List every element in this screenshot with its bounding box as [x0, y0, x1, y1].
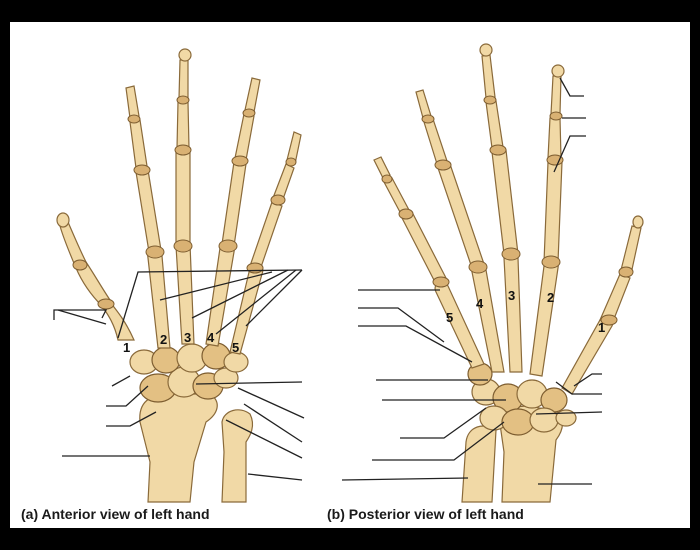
metacarpal-number-a-4: 4	[207, 330, 215, 345]
fingers-a	[125, 48, 302, 274]
thumb-a	[56, 212, 115, 310]
metacarpal-number-b-5: 5	[446, 310, 453, 325]
metacarpal-number-a-1: 1	[123, 340, 130, 355]
leader-lines-a	[53, 269, 305, 481]
ulna-bone-b	[461, 425, 497, 503]
metacarpal-number-a-3: 3	[184, 330, 191, 345]
metacarpal-number-b-1: 1	[598, 320, 605, 335]
metacarpal-number-b-3: 3	[508, 288, 515, 303]
metacarpal-number-a-5: 5	[232, 340, 239, 355]
metacarpals-a	[101, 236, 264, 355]
caption-anterior: (a) Anterior view of left hand	[21, 506, 210, 522]
metacarpal-number-b-2: 2	[547, 290, 554, 305]
metacarpals-b	[434, 249, 614, 395]
metacarpal-number-b-4: 4	[476, 296, 484, 311]
anterior-hand-illustration: 1 2 3 4 5	[56, 48, 302, 503]
leader-lines-b	[341, 77, 603, 485]
ulna-bone-a	[221, 409, 254, 503]
hand-skeleton-figure: 1 2 3 4 5	[10, 22, 690, 528]
fingers-b	[373, 43, 565, 288]
caption-posterior: (b) Posterior view of left hand	[327, 506, 524, 522]
radius-bone-a	[139, 393, 218, 503]
carpal-bones-b	[467, 362, 577, 436]
thumb-b	[599, 215, 644, 326]
posterior-hand-illustration: 5 4 3 2 1	[373, 43, 644, 503]
metacarpal-number-a-2: 2	[160, 332, 167, 347]
